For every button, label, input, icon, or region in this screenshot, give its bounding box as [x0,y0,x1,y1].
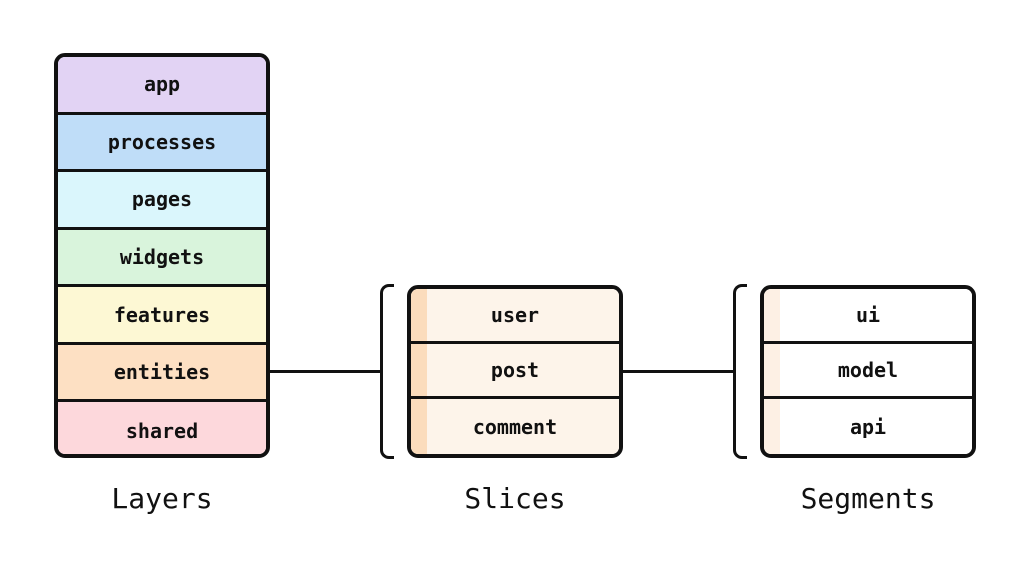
segments-bracket [733,284,747,459]
layer-widgets: widgets [58,229,266,288]
slices-caption: Slices [464,482,566,515]
segment-model: model [764,344,972,399]
slice-comment: comment [411,399,619,454]
connector-slices-to-segments [623,370,735,373]
segments-stack: ui model api [760,285,976,458]
layer-entities: entities [58,344,266,403]
layer-features: features [58,287,266,345]
slices-bracket [380,284,394,459]
layers-caption: Layers [111,482,213,515]
layers-stack: app processes pages widgets features ent… [54,53,270,458]
segments-caption: Segments [800,482,936,515]
layer-processes: processes [58,114,266,173]
slices-stack: user post comment [407,285,623,458]
layer-pages: pages [58,172,266,230]
connector-layers-to-slices [270,370,382,373]
layer-app: app [58,57,266,115]
segment-api: api [764,399,972,454]
slice-post: post [411,344,619,399]
slice-user: user [411,289,619,344]
layer-shared: shared [58,402,266,454]
segment-ui: ui [764,289,972,344]
